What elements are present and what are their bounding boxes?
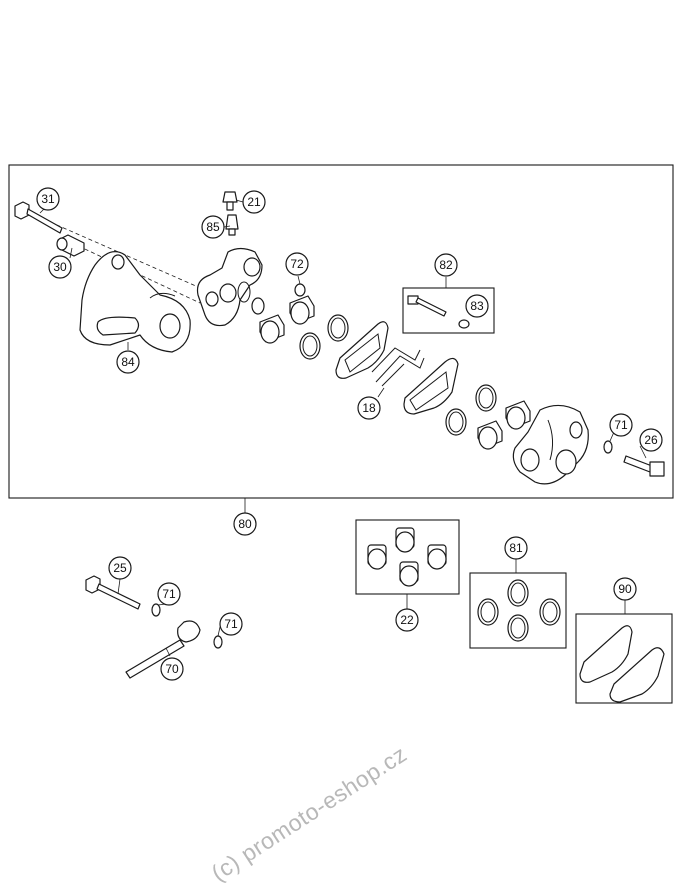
svg-text:70: 70 xyxy=(165,662,179,676)
callout-71-hose-left: 71 xyxy=(157,582,181,606)
watermark: (c) promoto-eshop.cz xyxy=(207,741,412,887)
callout-84: 84 xyxy=(116,350,140,374)
pin-82 xyxy=(407,295,447,317)
leader-30 xyxy=(69,247,73,259)
brake-pad-inner xyxy=(335,321,389,379)
callout-26: 26 xyxy=(639,428,663,452)
clip-83 xyxy=(458,319,470,329)
callout-30: 30 xyxy=(48,255,72,279)
svg-text:18: 18 xyxy=(362,401,376,415)
callout-31: 31 xyxy=(36,187,60,211)
caliper-housing-outer xyxy=(512,404,589,485)
brake-pad-outer xyxy=(403,357,459,415)
brake-hose-70 xyxy=(125,620,201,679)
piston-right-upper xyxy=(505,400,531,430)
bolt-31 xyxy=(14,201,63,234)
piston-kit-items xyxy=(367,527,447,587)
callout-22: 22 xyxy=(395,608,419,632)
callout-71-caliper: 71 xyxy=(609,413,633,437)
leader-25 xyxy=(117,578,121,595)
callout-83: 83 xyxy=(465,294,489,318)
svg-text:83: 83 xyxy=(470,299,484,313)
o-ring-72 xyxy=(294,283,306,297)
svg-text:71: 71 xyxy=(162,587,176,601)
alignment-line-bolt xyxy=(49,221,206,291)
callout-82: 82 xyxy=(434,253,458,277)
svg-text:81: 81 xyxy=(509,541,523,555)
svg-text:26: 26 xyxy=(644,433,658,447)
seal-kit-items xyxy=(477,579,561,642)
svg-text:31: 31 xyxy=(41,192,55,206)
leader-72 xyxy=(297,275,301,285)
svg-text:21: 21 xyxy=(247,195,261,209)
callout-80: 80 xyxy=(233,512,257,536)
washer-71-left xyxy=(151,603,161,617)
svg-text:72: 72 xyxy=(290,257,304,271)
bleed-screw-21 xyxy=(222,191,238,211)
leader-21 xyxy=(235,199,244,203)
leader-85 xyxy=(223,225,231,228)
piston-lower xyxy=(259,314,285,344)
leader-26 xyxy=(639,445,647,459)
piston-upper xyxy=(289,295,315,325)
svg-text:71: 71 xyxy=(224,617,238,631)
assembly-frame xyxy=(8,164,674,499)
leader-70 xyxy=(165,647,171,657)
leader-18 xyxy=(377,387,385,398)
svg-text:80: 80 xyxy=(238,517,252,531)
svg-text:85: 85 xyxy=(206,220,220,234)
banjo-bolt-25 xyxy=(85,575,141,610)
svg-text:84: 84 xyxy=(121,355,135,369)
callout-70: 70 xyxy=(160,657,184,681)
callout-72: 72 xyxy=(285,252,309,276)
o-ring-71-upper xyxy=(603,440,613,454)
sleeve-30 xyxy=(56,234,85,257)
piston-right-lower xyxy=(477,420,503,450)
pad-kit-items xyxy=(579,625,665,703)
callout-85: 85 xyxy=(201,215,225,239)
svg-text:25: 25 xyxy=(113,561,127,575)
bolt-26 xyxy=(623,455,665,477)
callout-90: 90 xyxy=(613,577,637,601)
pad-spring-18 xyxy=(371,347,425,387)
leader-71c xyxy=(217,626,221,637)
callout-21: 21 xyxy=(242,190,266,214)
bleed-cap-85 xyxy=(225,214,239,236)
caliper-bracket-84 xyxy=(79,251,191,353)
svg-text:90: 90 xyxy=(618,582,632,596)
piston-kit-box-22 xyxy=(355,519,460,595)
washer-71-right xyxy=(213,635,223,649)
svg-text:22: 22 xyxy=(400,613,414,627)
svg-text:71: 71 xyxy=(614,418,628,432)
callout-71-hose-right: 71 xyxy=(219,612,243,636)
svg-text:30: 30 xyxy=(53,260,67,274)
pad-kit-box-90 xyxy=(575,613,673,704)
callout-18: 18 xyxy=(357,396,381,420)
caliper-housing-inner xyxy=(196,247,263,327)
dust-seal-small xyxy=(251,297,265,315)
svg-text:82: 82 xyxy=(439,258,453,272)
callout-81: 81 xyxy=(504,536,528,560)
pin-kit-box-82 xyxy=(402,287,495,334)
callout-25: 25 xyxy=(108,556,132,580)
seal-kit-box-81 xyxy=(469,572,567,649)
